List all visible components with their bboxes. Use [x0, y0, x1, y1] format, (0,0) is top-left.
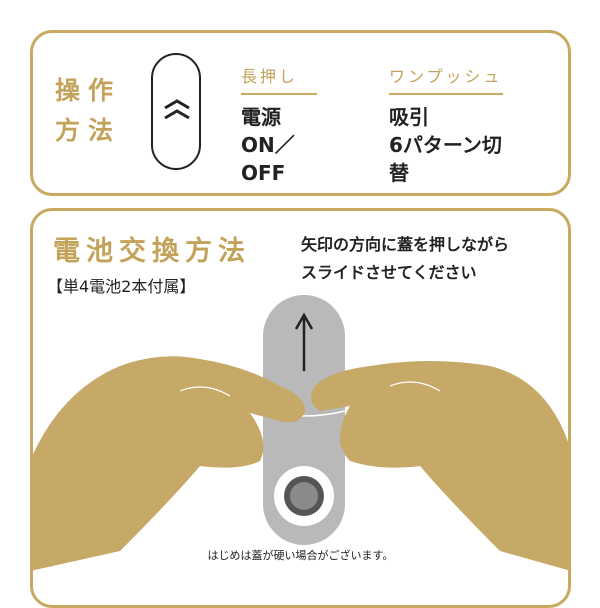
arrow-up-icon [294, 312, 314, 371]
double-chevron-up-icon [164, 99, 190, 120]
battery-included: 【単4電池2本付属】 [47, 277, 196, 296]
long-press-action-1: 電源 [241, 105, 281, 129]
operation-title: 操作方法 [55, 76, 122, 145]
one-push-action-1: 吸引 [389, 105, 429, 129]
one-push-column: ワンプッシュ 吸引 6パターン切替 [389, 63, 503, 187]
instruction-line-1: 矢印の方向に蓋を押しながら [301, 235, 510, 254]
battery-panel: 電池交換方法 【単4電池2本付属】 矢印の方向に蓋を押しながら スライドさせてく… [30, 208, 571, 608]
long-press-label: 長押し [241, 63, 317, 95]
operation-panel: 操作方法 長押し 電源 ON／OFF ワンプッシュ 吸引 6パターン切替 [30, 30, 571, 196]
battery-note: はじめは蓋が硬い場合がございます。 [207, 549, 394, 562]
battery-instruction: 矢印の方向に蓋を押しながら スライドさせてください [301, 231, 509, 287]
device-button-diagram [151, 53, 201, 170]
long-press-action-2: ON／OFF [241, 133, 295, 185]
instruction-line-2: スライドさせてください [301, 263, 477, 282]
right-hand [311, 361, 568, 571]
long-press-column: 長押し 電源 ON／OFF [241, 63, 317, 187]
one-push-action-2: 6パターン切替 [389, 133, 502, 185]
one-push-label: ワンプッシュ [389, 63, 503, 95]
battery-title: 電池交換方法 [53, 236, 251, 267]
left-hand [33, 356, 305, 571]
battery-illustration [33, 295, 568, 571]
